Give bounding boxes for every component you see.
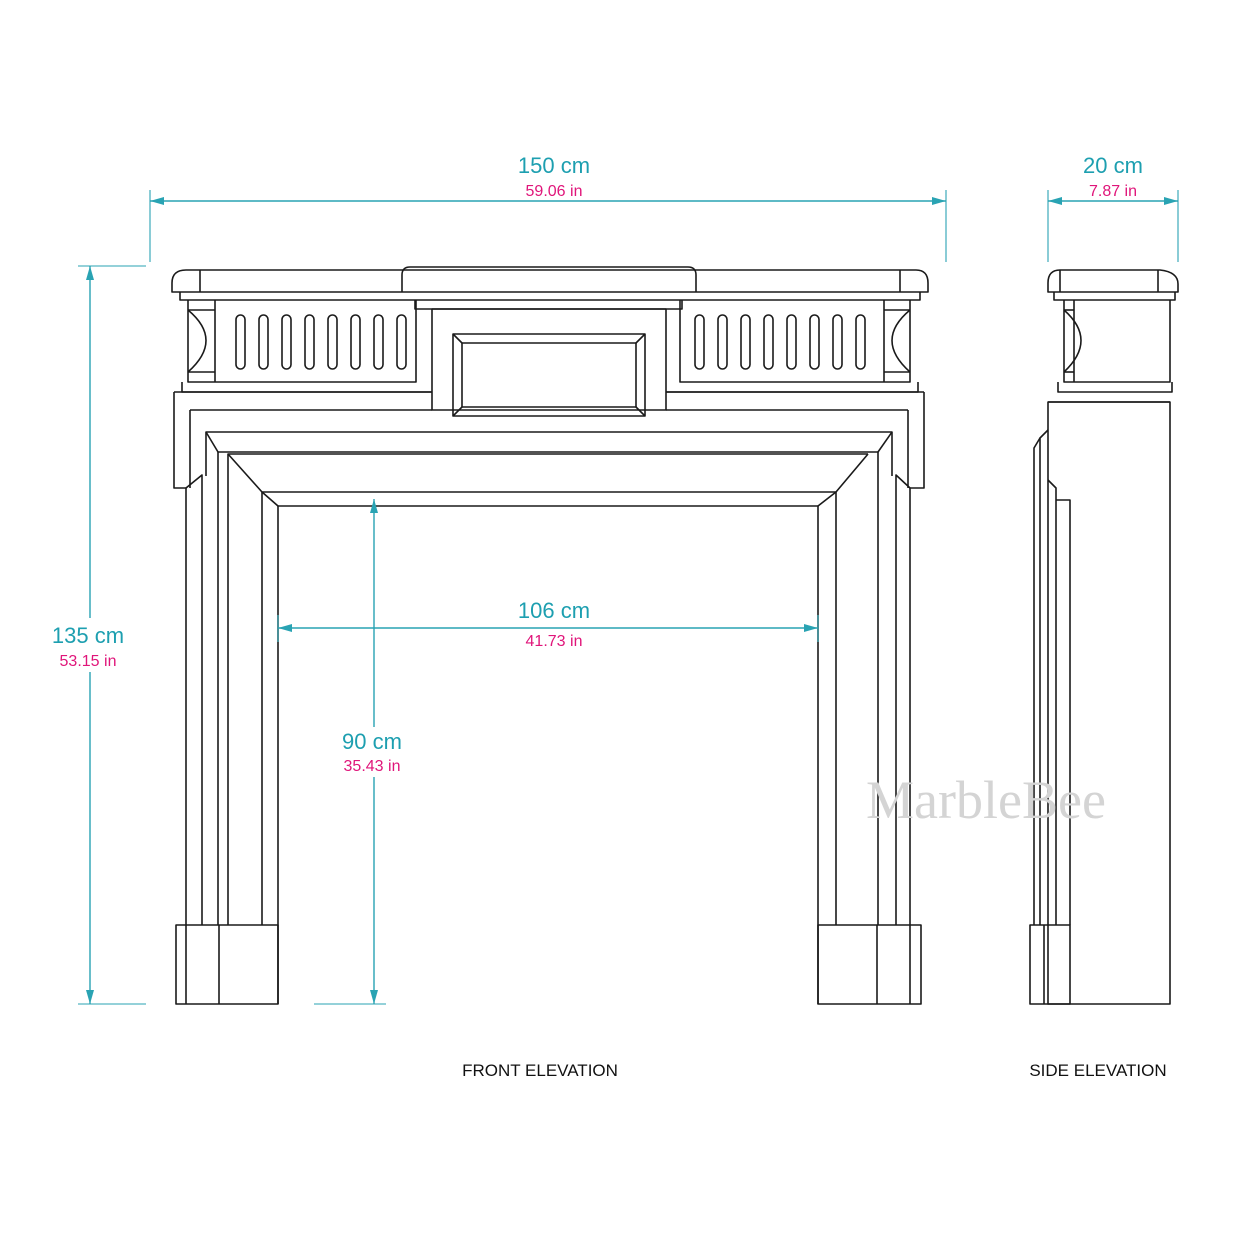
overall-height-inches: 53.15 in [60, 653, 117, 670]
overall-width-inches: 59.06 in [526, 183, 583, 200]
overall-width-cm: 150 cm [518, 153, 590, 178]
dimension-depth [1047, 190, 1179, 262]
right-flutes [694, 314, 866, 370]
front-elevation-caption: FRONT ELEVATION [462, 1061, 618, 1080]
left-plinth [175, 924, 279, 1005]
side-pilaster [1047, 401, 1171, 1005]
surround-frame [173, 392, 925, 1004]
watermark: MarbleBee [866, 770, 1106, 830]
right-frieze-block [679, 300, 911, 383]
opening-width-cm: 106 cm [518, 598, 590, 623]
left-frieze-block [187, 300, 417, 383]
overall-height-cm: 135 cm [52, 623, 124, 648]
right-plinth [817, 924, 922, 1005]
dimension-opening-width [277, 615, 819, 642]
left-flutes [235, 314, 407, 370]
opening-height-cm: 90 cm [342, 729, 402, 754]
depth-inches: 7.87 in [1089, 183, 1137, 200]
dimension-overall-width [149, 190, 947, 262]
side-elevation-caption: SIDE ELEVATION [1029, 1061, 1166, 1080]
front-elevation [171, 266, 929, 1005]
opening-height-inches: 35.43 in [344, 758, 401, 775]
opening-width-inches: 41.73 in [526, 633, 583, 650]
depth-cm: 20 cm [1083, 153, 1143, 178]
center-panel [431, 308, 667, 417]
mantel-shelf [171, 269, 929, 293]
side-elevation [1029, 269, 1179, 1005]
